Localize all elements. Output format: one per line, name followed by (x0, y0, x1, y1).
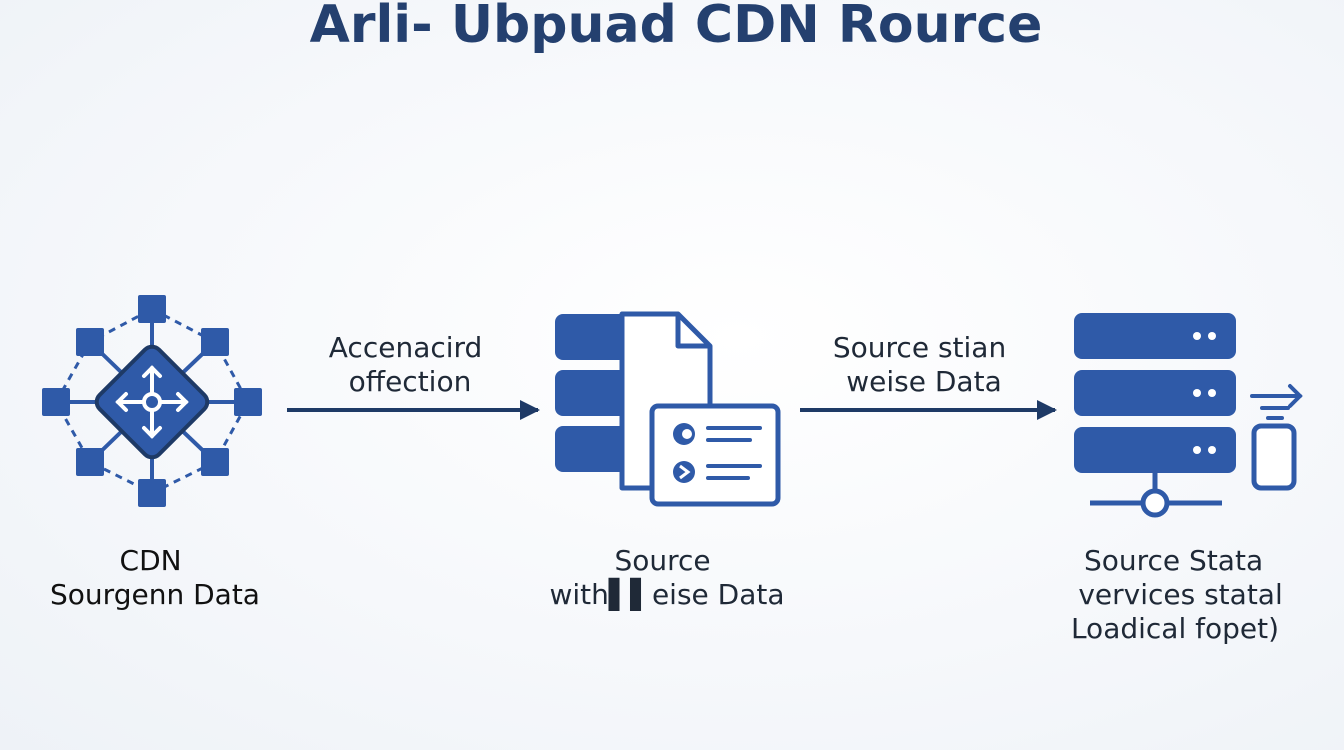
network-hub-icon (42, 295, 262, 507)
node-0-label: CDN Sourgenn Data (50, 544, 260, 611)
server-mobile-icon (1074, 313, 1303, 518)
edge-0-label: Accenacird offection (329, 331, 491, 398)
server-document-icon (555, 311, 781, 507)
edge-1-label: Source stian weise Data (833, 331, 1015, 398)
diagram-title: Arli- Ubpuad CDN Rource (310, 0, 1043, 55)
node-2-label: Source Stata vervices statal Loadical fo… (1071, 544, 1292, 645)
node-1-label: Source with▌▌eise Data (549, 544, 784, 611)
